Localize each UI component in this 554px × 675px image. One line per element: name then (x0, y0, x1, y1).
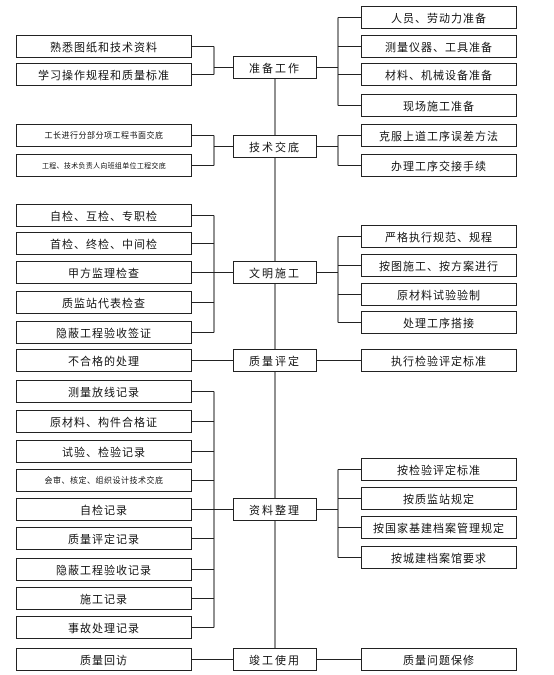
right-box: 人员、劳动力准备 (361, 6, 517, 29)
right-box: 严格执行规范、规程 (361, 225, 517, 248)
right-box: 按图施工、按方案进行 (361, 254, 517, 277)
right-box: 克服上道工序误差方法 (361, 124, 517, 147)
center-box-docs: 资料整理 (233, 498, 317, 521)
right-box: 按检验评定标准 (361, 458, 517, 481)
right-box: 按国家基建档案管理规定 (361, 516, 517, 539)
right-box: 办理工序交接手续 (361, 154, 517, 177)
left-box: 施工记录 (16, 587, 192, 610)
right-box: 执行检验评定标准 (361, 349, 517, 372)
left-box: 质监站代表检查 (16, 291, 192, 314)
right-box: 按质监站规定 (361, 487, 517, 510)
left-box: 会审、核定、组织设计技术交底 (16, 469, 192, 492)
center-box-prep: 准备工作 (233, 56, 317, 79)
right-box: 现场施工准备 (361, 94, 517, 117)
left-box: 事故处理记录 (16, 616, 192, 639)
left-box: 测量放线记录 (16, 380, 192, 403)
left-box: 质量回访 (16, 648, 192, 671)
left-box: 工长进行分部分项工程书面交底 (16, 124, 192, 147)
center-box-handover: 竣工使用 (233, 648, 317, 671)
right-box: 原材料试验验制 (361, 283, 517, 306)
left-box: 试验、检验记录 (16, 440, 192, 463)
left-box: 首检、终检、中间检 (16, 232, 192, 255)
right-box: 质量问题保修 (361, 648, 517, 671)
left-box: 熟悉图纸和技术资料 (16, 35, 192, 58)
left-box: 自检记录 (16, 498, 192, 521)
left-box: 自检、互检、专职检 (16, 204, 192, 227)
left-box: 质量评定记录 (16, 527, 192, 550)
right-box: 按城建档案馆要求 (361, 546, 517, 569)
right-box: 材料、机械设备准备 (361, 63, 517, 86)
center-box-tech: 技术交底 (233, 135, 317, 158)
left-box: 工程、技术负责人向班组单位工程交底 (16, 154, 192, 177)
right-box: 测量仪器、工具准备 (361, 35, 517, 58)
left-box: 隐蔽工程验收记录 (16, 558, 192, 581)
center-box-civil: 文明施工 (233, 261, 317, 284)
left-box: 甲方监理检查 (16, 261, 192, 284)
right-box: 处理工序搭接 (361, 311, 517, 334)
left-box: 隐蔽工程验收签证 (16, 321, 192, 344)
left-box: 原材料、构件合格证 (16, 410, 192, 433)
center-box-eval: 质量评定 (233, 349, 317, 372)
left-box: 学习操作规程和质量标准 (16, 63, 192, 86)
left-box: 不合格的处理 (16, 349, 192, 372)
